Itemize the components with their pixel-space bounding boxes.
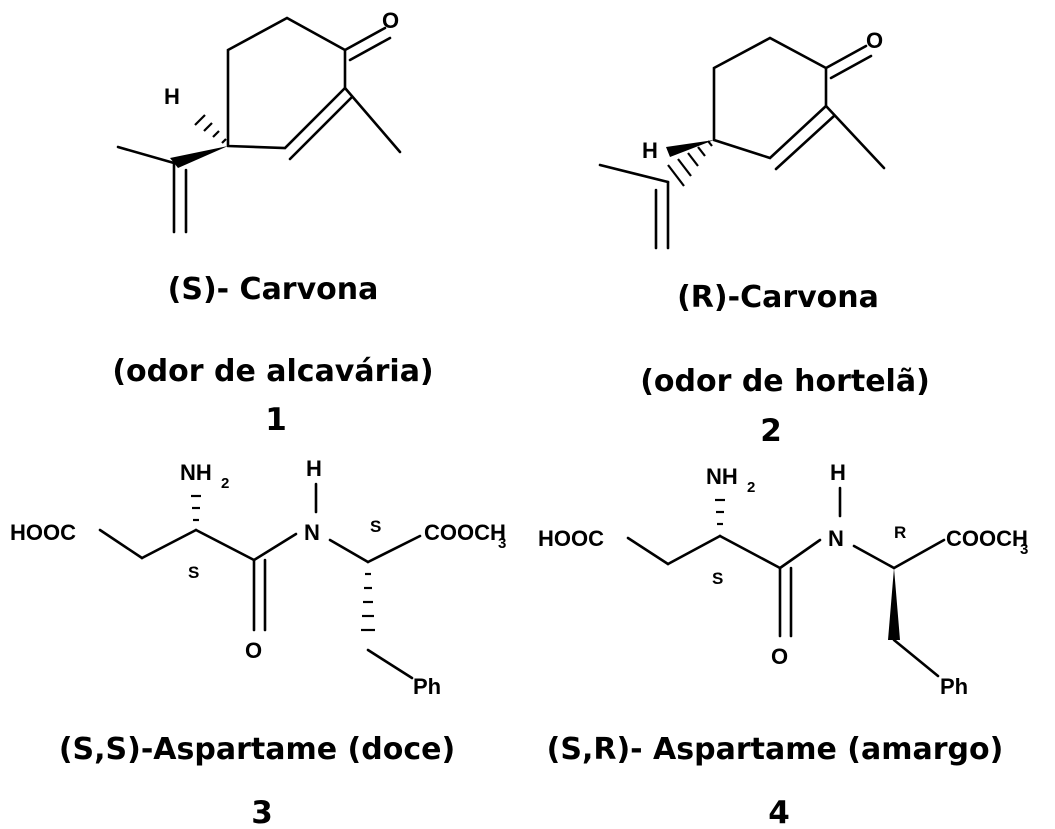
hydrogen-label: H bbox=[830, 460, 846, 485]
carbonyl-bond bbox=[343, 26, 387, 52]
bond bbox=[328, 538, 370, 564]
molecule-ss-aspartame: HOOC NH 2 H N O COOCH 3 Ph S S bbox=[10, 456, 506, 699]
ester-label: COOCH bbox=[946, 526, 1028, 551]
compound-2-number: 2 bbox=[760, 413, 782, 449]
bond bbox=[140, 528, 198, 560]
acid-label: HOOC bbox=[10, 520, 76, 545]
molecule-r-carvone: O H bbox=[598, 28, 886, 250]
amine-subscript: 2 bbox=[747, 479, 755, 496]
hashed-bond-nh2 bbox=[715, 498, 725, 526]
stereo-label: S bbox=[188, 563, 199, 582]
hydrogen-label: H bbox=[306, 456, 322, 481]
phenyl-label: Ph bbox=[413, 674, 441, 699]
bond bbox=[626, 536, 670, 566]
molecule-s-carvone: O H bbox=[116, 8, 402, 234]
bond bbox=[852, 544, 896, 570]
stereo-label: S bbox=[370, 517, 381, 536]
compound-1-name: (S)- Carvona bbox=[168, 272, 379, 307]
hashed-bond-benzyl bbox=[361, 572, 375, 632]
oxygen-label: O bbox=[771, 644, 788, 669]
compound-1-note: (odor de alcavária) bbox=[112, 354, 433, 389]
oxygen-label: O bbox=[245, 638, 262, 663]
compound-4-number: 4 bbox=[768, 795, 790, 829]
ester-subscript: 3 bbox=[498, 535, 506, 552]
hashed-bond bbox=[667, 140, 713, 187]
bond bbox=[194, 528, 256, 562]
hashed-bond-h bbox=[194, 114, 227, 144]
amine-subscript: 2 bbox=[221, 475, 229, 492]
ring-bonds bbox=[226, 16, 347, 150]
bond bbox=[892, 538, 946, 570]
bond bbox=[892, 638, 940, 678]
ring-methyl-bond bbox=[343, 86, 402, 154]
compound-1-number: 1 bbox=[265, 402, 287, 438]
amine-label: NH bbox=[180, 460, 212, 485]
oxygen-label: O bbox=[382, 8, 399, 33]
stereo-label: R bbox=[894, 523, 906, 542]
bond bbox=[366, 648, 414, 680]
compound-4-name: (S,R)- Aspartame (amargo) bbox=[547, 732, 1004, 767]
nitrogen-label: N bbox=[304, 520, 320, 545]
compound-2-name: (R)-Carvona bbox=[677, 280, 879, 315]
ring-methyl-bond bbox=[824, 104, 886, 170]
ester-subscript: 3 bbox=[1020, 541, 1028, 558]
carbonyl-double-bond bbox=[829, 54, 873, 80]
hydrogen-label: H bbox=[642, 138, 658, 163]
amine-label: NH bbox=[706, 464, 738, 489]
hashed-bond-nh2 bbox=[191, 494, 201, 522]
compound-3-number: 3 bbox=[251, 795, 273, 829]
carbonyl-double-bond bbox=[348, 36, 392, 62]
carbonyl-bond bbox=[824, 44, 868, 70]
ester-label: COOCH bbox=[424, 520, 506, 545]
bond bbox=[666, 534, 722, 566]
ring-double-bond bbox=[774, 114, 836, 171]
compound-3-name: (S,S)-Aspartame (doce) bbox=[59, 732, 455, 767]
bond bbox=[252, 532, 298, 562]
isopropenyl-methyl-bond bbox=[116, 145, 176, 165]
ring-double-bond bbox=[288, 95, 354, 161]
compound-2-note: (odor de hortelã) bbox=[640, 364, 930, 399]
bond bbox=[718, 534, 782, 570]
stereo-label: S bbox=[712, 569, 723, 588]
acid-label: HOOC bbox=[538, 526, 604, 551]
bond bbox=[366, 534, 422, 564]
molecule-sr-aspartame: HOOC NH 2 H N O COOCH 3 Ph S R bbox=[538, 460, 1028, 699]
wedge-bond-h bbox=[666, 140, 714, 157]
bond bbox=[98, 528, 144, 560]
wedge-bond bbox=[170, 146, 228, 168]
phenyl-label: Ph bbox=[940, 674, 968, 699]
isopropenyl-methyl-bond bbox=[598, 163, 670, 184]
nitrogen-label: N bbox=[828, 526, 844, 551]
oxygen-label: O bbox=[866, 28, 883, 53]
bond bbox=[778, 538, 822, 570]
wedge-bond-benzyl bbox=[888, 568, 900, 640]
hydrogen-label: H bbox=[164, 84, 180, 109]
